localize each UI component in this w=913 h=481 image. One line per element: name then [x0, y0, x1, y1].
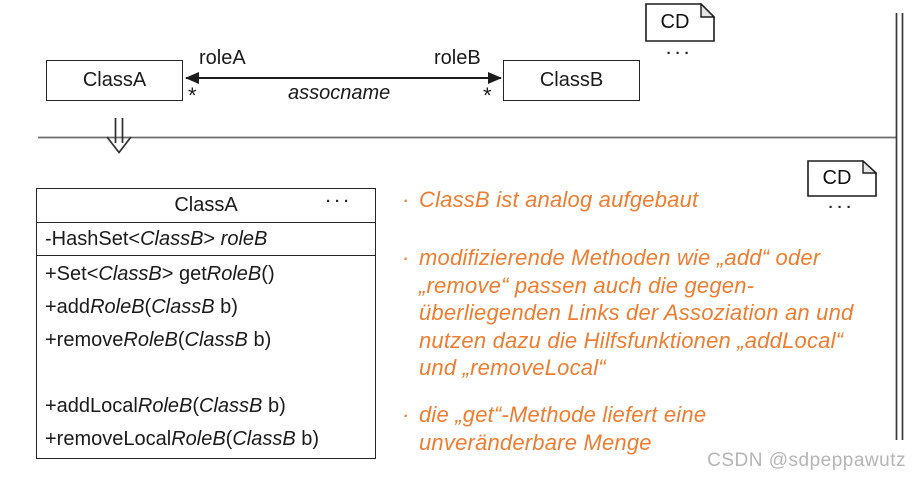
note-line: die „get“-Methode liefert eine — [419, 402, 707, 427]
note-page-icon — [645, 3, 715, 42]
note-line: unveränderbare Menge — [419, 429, 652, 455]
note-line: und „removeLocal“ — [419, 355, 606, 380]
method-row-gap — [37, 357, 375, 390]
attribute-row: -HashSet<ClassB> roleB — [37, 223, 375, 256]
double-vertical-lines — [895, 13, 904, 440]
note-text: ClassB ist analog aufgebaut — [419, 186, 698, 214]
class-detail-box: ClassA ··· -HashSet<ClassB> roleB +Set<C… — [36, 188, 376, 459]
note-bullet-3: · die „get“-Methode liefert eine unverän… — [402, 401, 706, 456]
cd-note-1-label: CD — [660, 11, 690, 33]
note-line: modifizierende Methoden wie „add“ oder — [419, 245, 821, 270]
bullet-dot: · — [402, 187, 410, 212]
method-row: +addRoleB(ClassB b) — [45, 296, 238, 318]
watermark: CSDN @sdpeppawutz — [707, 450, 906, 471]
implies-down-arrow-icon — [106, 118, 132, 154]
cd-note-1: CD ··· — [645, 3, 715, 62]
note-line: ClassB ist analog aufgebaut — [419, 187, 699, 212]
note-text: modifizierende Methoden wie „add“ oder „… — [419, 244, 853, 382]
multiplicity-b: * — [483, 83, 492, 108]
class-detail-title: ClassA — [174, 194, 238, 216]
cd-note-2-dots: ··· — [828, 199, 856, 216]
note-bullet-2: · modifizierende Methoden wie „add“ oder… — [402, 244, 853, 382]
note-line: überliegenden Links der Assoziation an u… — [419, 300, 854, 325]
cd-note-2-label: CD — [822, 167, 852, 189]
note-line: „remove“ passen auch die gegen- — [419, 272, 755, 298]
class-b-title: ClassB — [539, 69, 604, 91]
bullet-dot: · — [402, 402, 410, 427]
class-b-box: ClassB — [503, 60, 640, 101]
note-bullet-1: · ClassB ist analog aufgebaut — [402, 186, 698, 214]
note-line: nutzen dazu die Hilfsfunktionen „addLoca… — [419, 327, 844, 353]
method-row: +removeLocalRoleB(ClassB b) — [45, 428, 320, 450]
class-detail-title-row: ClassA ··· — [37, 189, 375, 223]
cd-note-1-dots: ··· — [666, 45, 694, 62]
class-a-box: ClassA — [46, 60, 183, 101]
method-row: +Set<ClassB> getRoleB() — [45, 263, 275, 285]
methods-section: +Set<ClassB> getRoleB() +addRoleB(ClassB… — [37, 256, 375, 456]
note-page-icon — [807, 160, 877, 197]
method-row: +removeRoleB(ClassB b) — [45, 329, 272, 351]
role-b-label: roleB — [434, 47, 481, 69]
role-a-label: roleA — [199, 47, 246, 69]
multiplicity-a: * — [188, 83, 197, 108]
note-text: die „get“-Methode liefert eine unverände… — [419, 401, 706, 456]
bullet-dot: · — [402, 245, 410, 270]
method-row: +addLocalRoleB(ClassB b) — [45, 395, 286, 417]
cd-note-2: CD ··· — [807, 160, 877, 216]
assoc-name-label: assocname — [288, 82, 391, 104]
class-detail-dots: ··· — [326, 193, 353, 210]
class-a-title: ClassA — [82, 69, 147, 91]
